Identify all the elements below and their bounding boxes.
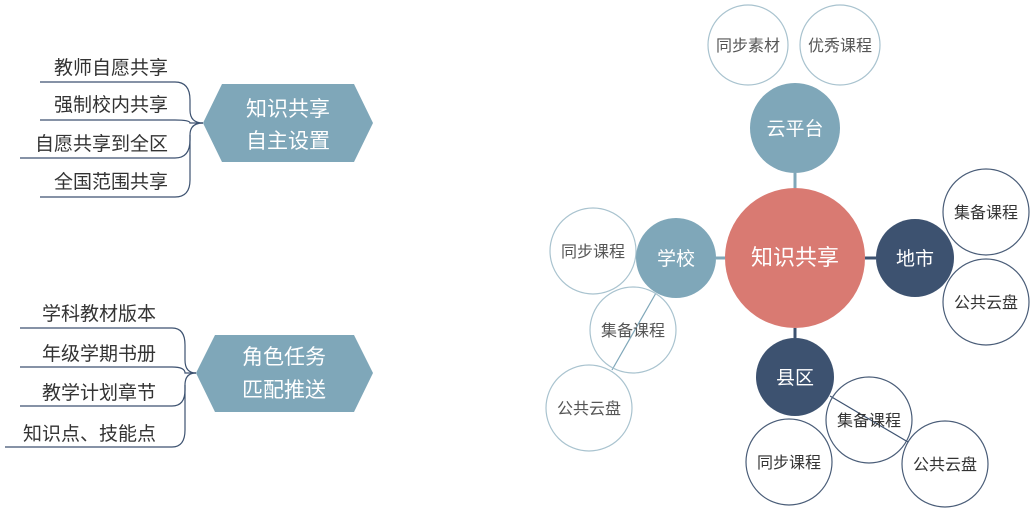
city-label: 地市 (896, 248, 934, 270)
school-label: 学校 (657, 248, 695, 270)
center-node (725, 188, 865, 328)
school-child-circle (589, 286, 677, 374)
hexagon-title-line1: 知识共享 (246, 97, 330, 121)
cloud-label: 云平台 (766, 118, 823, 140)
list-item: 教学计划章节 (42, 382, 156, 404)
list-item: 强制校内共享 (54, 94, 168, 116)
child-label: 同步课程 (561, 242, 625, 261)
thin-connectors (611, 292, 909, 443)
county-node (756, 338, 834, 416)
child-label: 公共云盘 (557, 399, 621, 418)
child-label: 集备课程 (837, 411, 901, 430)
list-item: 学科教材版本 (42, 303, 156, 325)
list-item: 年级学期书册 (42, 343, 156, 365)
push-group (5, 327, 197, 448)
list-item: 自愿共享到全区 (35, 133, 168, 155)
center-label: 知识共享 (751, 246, 839, 271)
branch-line (40, 81, 204, 124)
branch-line (40, 119, 203, 124)
branch-line (20, 327, 197, 374)
list-item: 知识点、技能点 (23, 423, 156, 445)
cloud-node (750, 83, 840, 173)
county-child-circle (901, 420, 989, 508)
settings-group (20, 81, 204, 198)
list-item: 全国范围共享 (54, 171, 168, 193)
child-label: 同步素材 (716, 36, 780, 55)
branch-line (5, 385, 186, 448)
county-label: 县区 (776, 367, 814, 389)
hexagon-title-line2: 匹配推送 (242, 378, 326, 402)
branch-line (20, 366, 196, 374)
school-child-circle (549, 207, 637, 295)
cloud-child-circle (707, 4, 789, 86)
child-label: 优秀课程 (808, 36, 872, 55)
branch-line (40, 135, 191, 198)
settings-hexagon (203, 84, 373, 162)
school-node (636, 218, 716, 298)
child-label: 集备课程 (954, 203, 1018, 222)
city-child-circle (942, 168, 1030, 256)
child-label: 公共云盘 (913, 455, 977, 474)
child-label: 集备课程 (601, 321, 665, 340)
push-hexagon (196, 335, 373, 412)
list-item: 教师自愿共享 (54, 57, 168, 79)
child-label: 公共云盘 (954, 293, 1018, 312)
cloud-child-circle (799, 4, 881, 86)
connectors (716, 173, 876, 338)
hexagon-title-line1: 角色任务 (242, 345, 326, 369)
school-child-circle (545, 364, 633, 452)
county-child-circle (825, 376, 913, 464)
hexagon-title-line2: 自主设置 (246, 129, 330, 153)
city-node (876, 219, 954, 297)
city-child-circle (942, 258, 1030, 346)
county-child-circle (745, 418, 833, 506)
child-label: 同步课程 (757, 453, 821, 472)
